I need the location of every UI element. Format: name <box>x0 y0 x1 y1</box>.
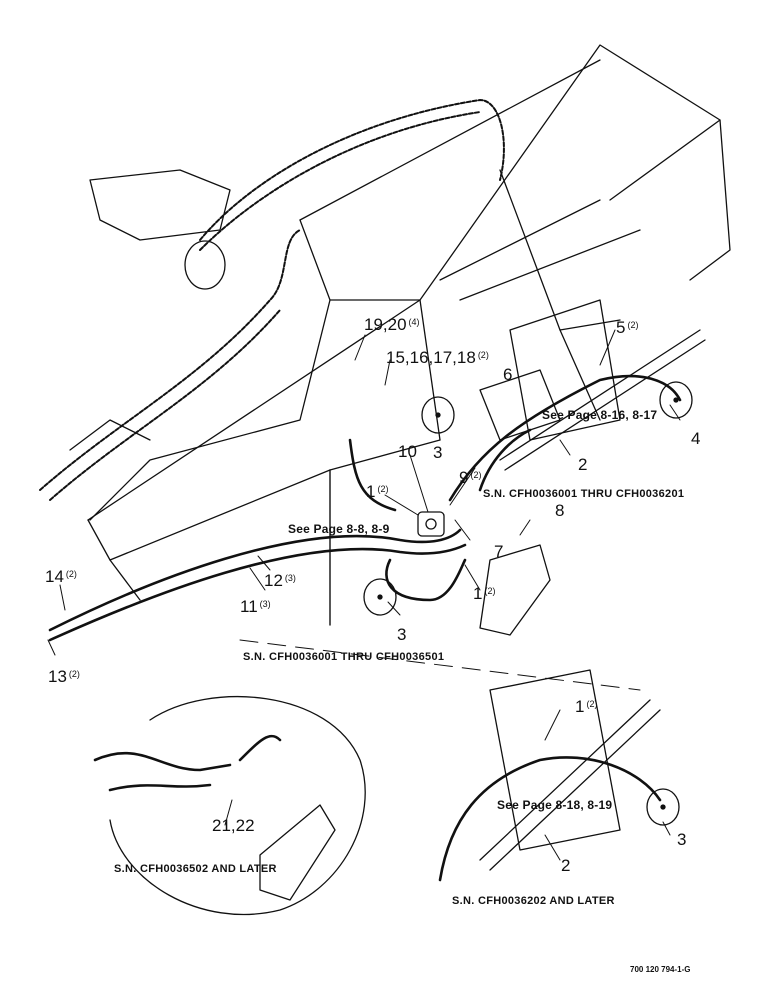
callout-number: 2 <box>578 455 588 474</box>
callout-7: 7 <box>494 543 503 560</box>
callout-number: 13 <box>48 667 67 686</box>
callout-number: 7 <box>494 542 504 561</box>
callout-number: 3 <box>433 443 443 462</box>
callout-qty: (2) <box>477 350 489 360</box>
callout-5: 5(2) <box>616 319 638 336</box>
callout-number: 3 <box>677 830 687 849</box>
callout-qty: (2) <box>627 320 639 330</box>
callout-qty: (4) <box>408 317 420 327</box>
shield-plate <box>479 544 551 636</box>
valve-block <box>417 511 445 537</box>
callout-number: 8 <box>555 501 565 520</box>
callout-number: 15,16,17,18 <box>386 348 476 367</box>
callout-qty: (2) <box>377 484 389 494</box>
callout-3-lower: 3 <box>397 626 406 643</box>
callout-14: 14(2) <box>45 568 77 585</box>
callout-6: 6 <box>503 366 512 383</box>
callout-9: 9(2) <box>459 469 481 486</box>
callout-21-22: 21,22 <box>212 817 255 834</box>
figure-number: 700 120 794-1-G <box>630 965 691 974</box>
callout-qty: (2) <box>470 470 482 480</box>
page-reference-8-8[interactable]: See Page 8-8, 8-9 <box>288 522 390 536</box>
callout-qty: (3) <box>259 599 271 609</box>
serial-note-36001-36201: S.N. CFH0036001 THRU CFH0036201 <box>483 488 685 500</box>
reel-drive-hoses <box>39 99 505 501</box>
page-reference-8-18[interactable]: See Page 8-18, 8-19 <box>497 798 613 812</box>
callout-4: 4 <box>691 430 700 447</box>
callout-number: 5 <box>616 318 626 337</box>
callout-8: 8 <box>555 502 564 519</box>
callout-3-detail: 3 <box>677 831 686 848</box>
callout-1-center: 1(2) <box>366 483 388 500</box>
callout-number: 6 <box>503 365 513 384</box>
callout-number: 2 <box>561 856 571 875</box>
leader-lines <box>47 329 681 861</box>
callout-number: 1 <box>366 482 376 501</box>
callout-qty: (2) <box>65 569 77 579</box>
callout-2-detail: 2 <box>561 857 570 874</box>
callout-1-detail: 1(2) <box>575 698 597 715</box>
hydraulic-hoses <box>48 374 682 882</box>
callout-number: 19,20 <box>364 315 407 334</box>
serial-note-36001-36501: S.N. CFH0036001 THRU CFH0036501 <box>243 651 445 663</box>
callout-1-lower: 1(2) <box>473 585 495 602</box>
callout-13: 13(2) <box>48 668 80 685</box>
callout-number: 10 <box>398 442 417 461</box>
callout-number: 1 <box>473 584 483 603</box>
callout-number: 3 <box>397 625 407 644</box>
callout-number: 1 <box>575 697 585 716</box>
callout-qty: (2) <box>68 669 80 679</box>
detail-panel-right <box>489 669 621 851</box>
callout-qty: (2) <box>484 586 496 596</box>
callout-qty: (2) <box>586 699 598 709</box>
callout-number: 9 <box>459 468 469 487</box>
callout-number: 12 <box>264 571 283 590</box>
serial-note-36502-later: S.N. CFH0036502 AND LATER <box>114 863 277 875</box>
serial-note-36202-later: S.N. CFH0036202 AND LATER <box>452 895 615 907</box>
callout-11: 11(3) <box>240 598 271 615</box>
callout-number: 4 <box>691 429 701 448</box>
callout-number: 14 <box>45 567 64 586</box>
callout-19-20: 19,20(4) <box>364 316 420 333</box>
callout-number: 11 <box>240 597 258 616</box>
callout-10: 10 <box>398 443 417 460</box>
detail-bracket <box>259 804 336 901</box>
callout-12: 12(3) <box>264 572 296 589</box>
sheave-discs <box>363 381 693 826</box>
detail-circle-outline <box>109 696 366 915</box>
callout-2-top: 2 <box>578 456 587 473</box>
callout-15-18: 15,16,17,18(2) <box>386 349 489 366</box>
callout-3-top: 3 <box>433 444 442 461</box>
page-reference-8-16[interactable]: See Page 8-16, 8-17 <box>542 408 658 422</box>
callout-number: 21,22 <box>212 816 255 835</box>
machine-frame <box>69 44 731 601</box>
callout-qty: (3) <box>284 573 296 583</box>
